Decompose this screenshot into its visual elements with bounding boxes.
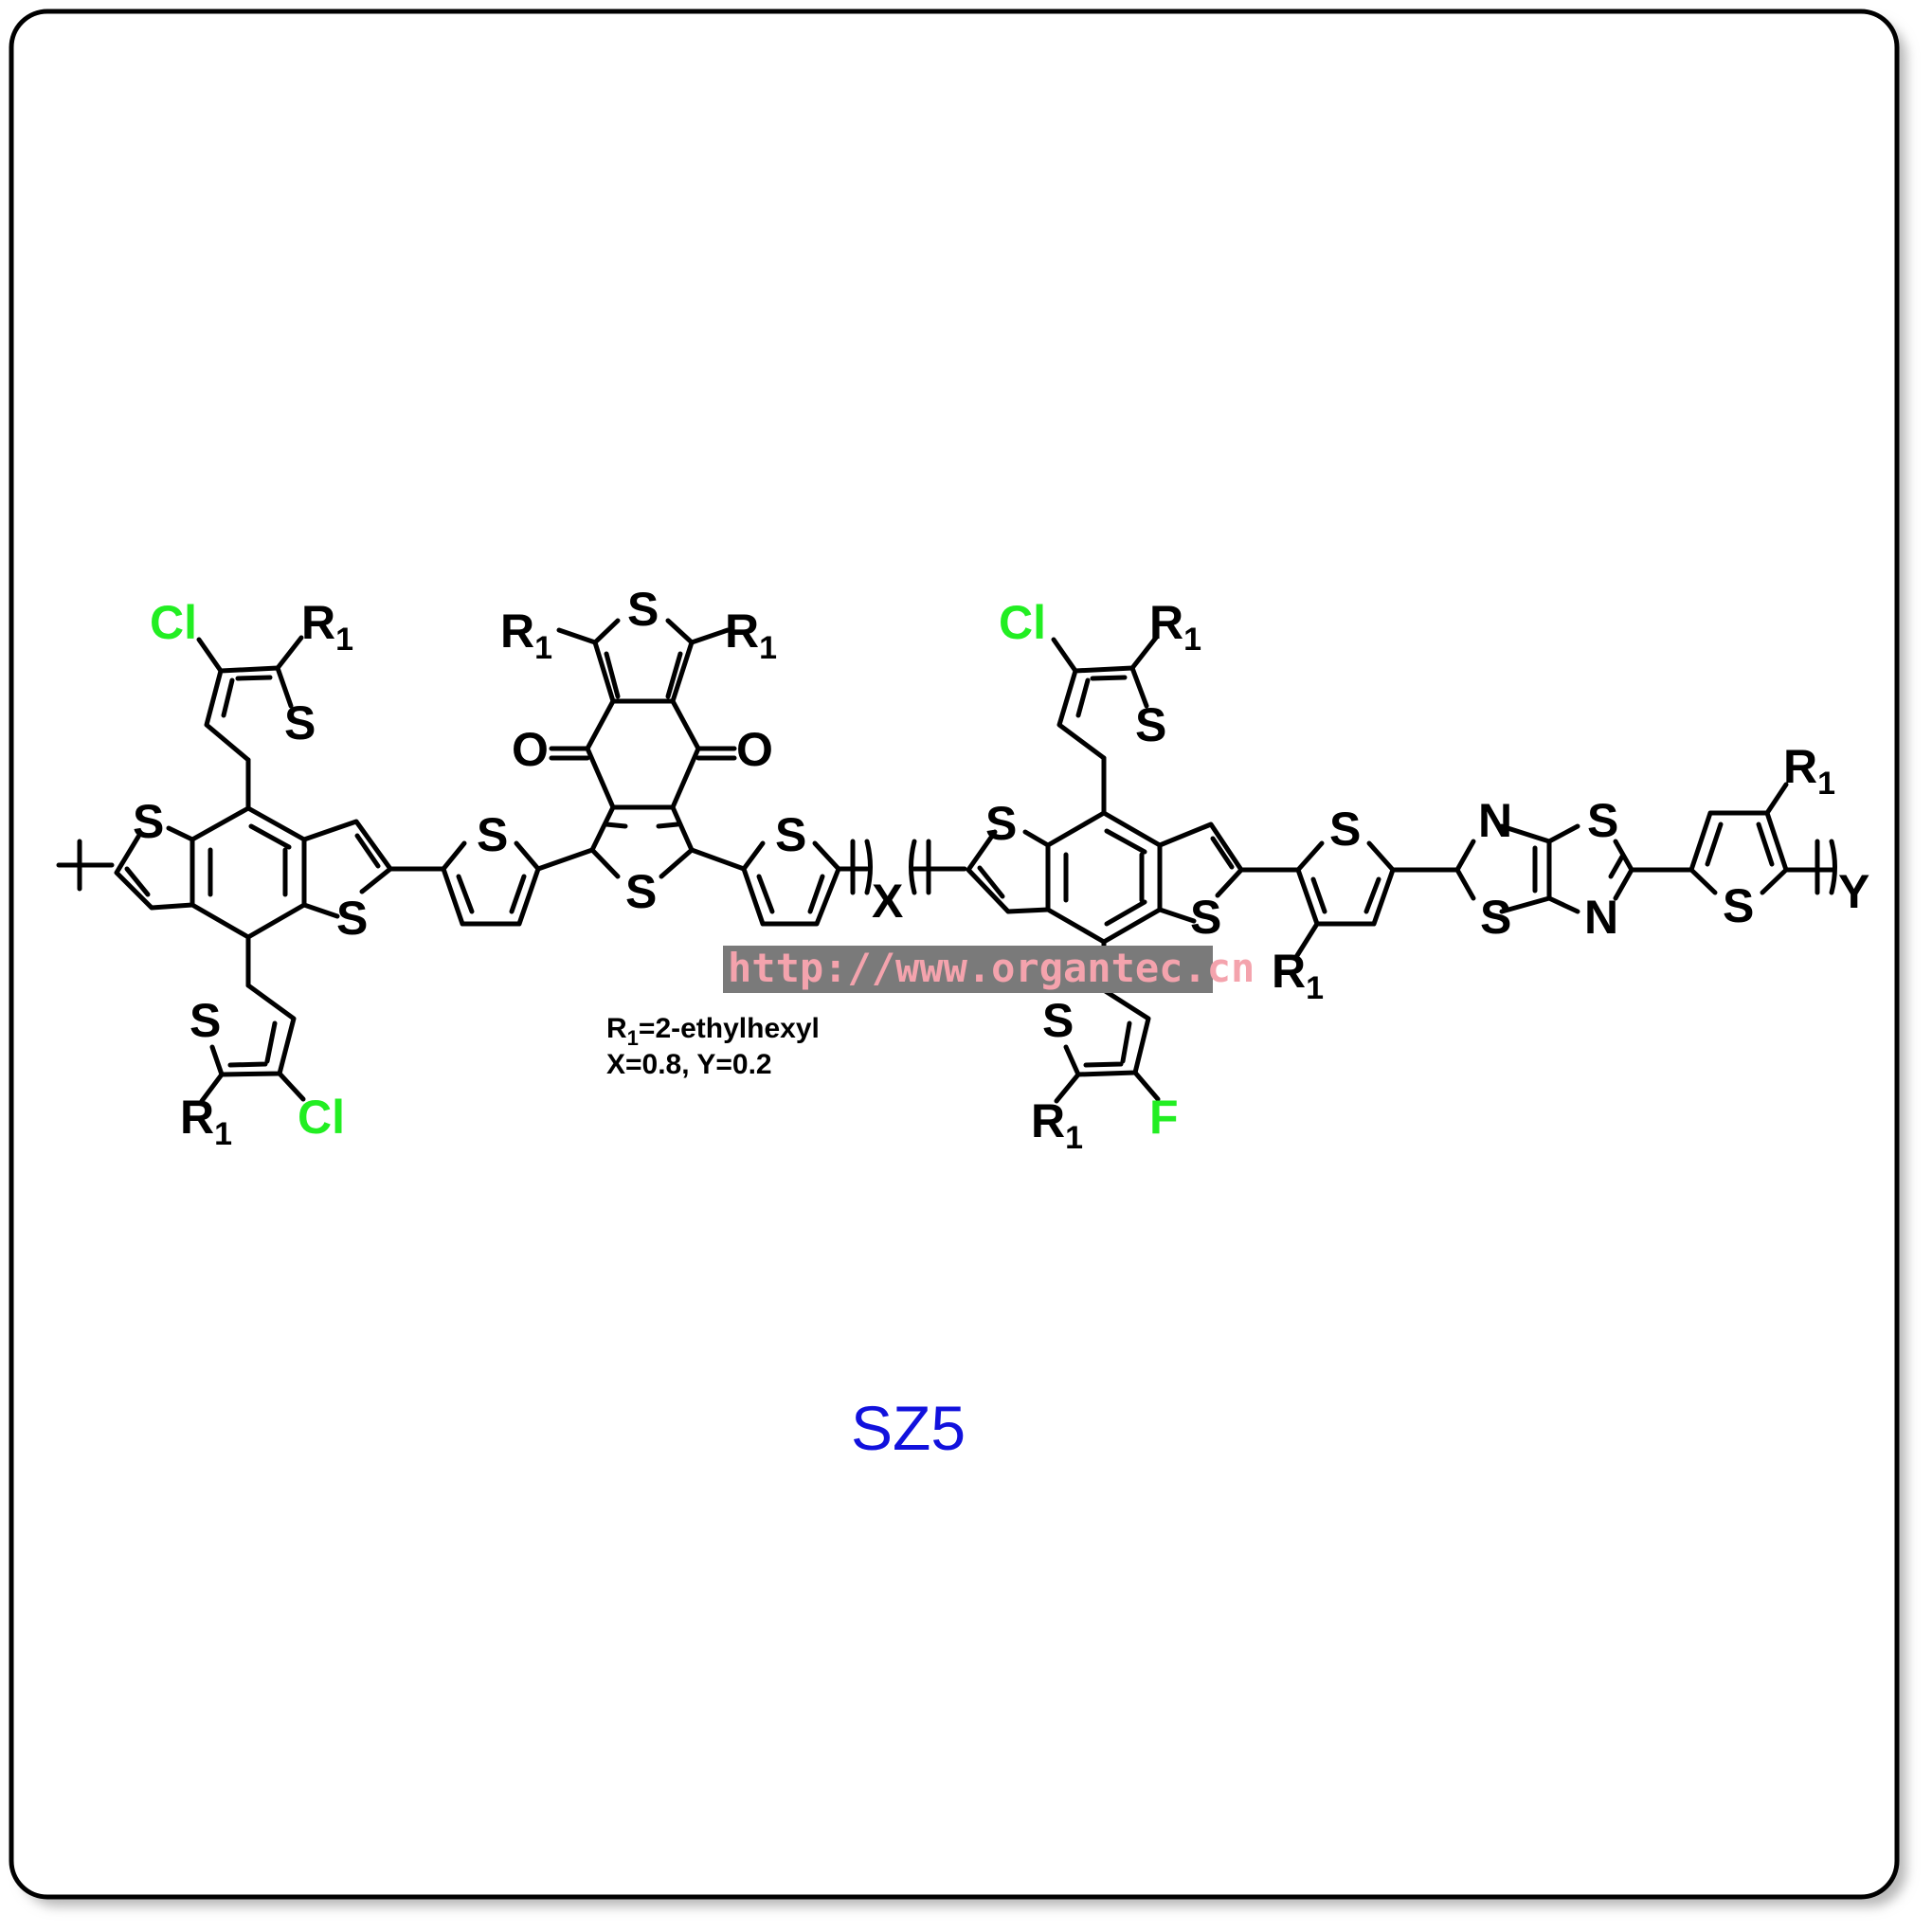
thiophene-bottom-left	[199, 983, 306, 1104]
r1-label: R1	[1783, 740, 1835, 802]
sulfur-label: S	[190, 994, 221, 1047]
sulfur-label: S	[133, 795, 164, 848]
thiophene-top-left	[196, 635, 304, 763]
tbdd-acceptor	[549, 618, 747, 879]
sulfur-label: S	[1587, 794, 1618, 847]
svg-text:R1: R1	[180, 1091, 232, 1152]
svg-text:R1: R1	[301, 596, 353, 658]
thiophene-linker-2	[741, 839, 967, 927]
bdt-core-left	[56, 757, 446, 988]
thiophene-bottom-right	[1054, 987, 1161, 1104]
sulfur-label: S	[625, 865, 657, 918]
thiophene-top-right	[1051, 635, 1159, 761]
nitrogen-label: N	[1584, 891, 1618, 944]
r1-label: R1	[301, 596, 353, 658]
r1-label: R1	[500, 605, 552, 666]
fluorine-label: F	[1149, 1091, 1179, 1144]
atom-labels: S S S S S S S S S S S S S S S S N N O O …	[133, 583, 1869, 1156]
thiophene-r1-down	[1293, 840, 1460, 960]
r1-label: R1	[1149, 596, 1201, 658]
sulfur-label: S	[1135, 698, 1166, 751]
svg-text:R1: R1	[500, 605, 552, 666]
r1-label: R1	[1272, 945, 1324, 1006]
r1-label: R1	[725, 605, 777, 666]
thiazolothiazole	[1454, 823, 1694, 914]
sulfur-label: S	[985, 797, 1017, 850]
r1-definition: R1=2-ethylhexyl	[606, 1013, 820, 1050]
r1-label: R1	[1031, 1094, 1083, 1156]
svg-text:R1: R1	[725, 605, 777, 666]
watermark: http://www.organtec.cn	[723, 945, 1255, 993]
thiophene-terminal	[1688, 782, 1837, 895]
chlorine-label: Cl	[150, 596, 197, 649]
svg-text:R1: R1	[1272, 945, 1324, 1006]
legend: R1=2-ethylhexyl X=0.8, Y=0.2	[606, 1013, 820, 1080]
compound-title: SZ5	[851, 1393, 966, 1463]
nitrogen-label: N	[1478, 794, 1512, 847]
sulfur-label: S	[1723, 879, 1754, 932]
oxygen-label: O	[736, 723, 773, 776]
sulfur-label: S	[1042, 994, 1074, 1047]
svg-text:R1: R1	[1031, 1094, 1083, 1156]
subscript-y: Y	[1838, 865, 1869, 918]
chlorine-label: Cl	[999, 596, 1046, 649]
sulfur-label: S	[627, 583, 659, 636]
svg-text:R1: R1	[1783, 740, 1835, 802]
svg-text:R1: R1	[1149, 596, 1201, 658]
chlorine-label: Cl	[298, 1091, 345, 1144]
thiophene-linker-1	[441, 840, 595, 927]
sulfur-label: S	[1480, 891, 1511, 944]
oxygen-label: O	[512, 723, 549, 776]
sulfur-label: S	[284, 696, 316, 749]
sulfur-label: S	[336, 892, 368, 945]
ratio-note: X=0.8, Y=0.2	[606, 1049, 772, 1080]
sulfur-label: S	[477, 808, 508, 861]
r1-label: R1	[180, 1091, 232, 1152]
subscript-x: X	[872, 875, 903, 928]
polymer-structure	[56, 618, 1837, 1104]
sulfur-label: S	[1329, 803, 1361, 856]
sulfur-label: S	[775, 808, 806, 861]
svg-text:http://www.organtec.cn: http://www.organtec.cn	[728, 945, 1255, 991]
sulfur-label: S	[1190, 891, 1221, 944]
